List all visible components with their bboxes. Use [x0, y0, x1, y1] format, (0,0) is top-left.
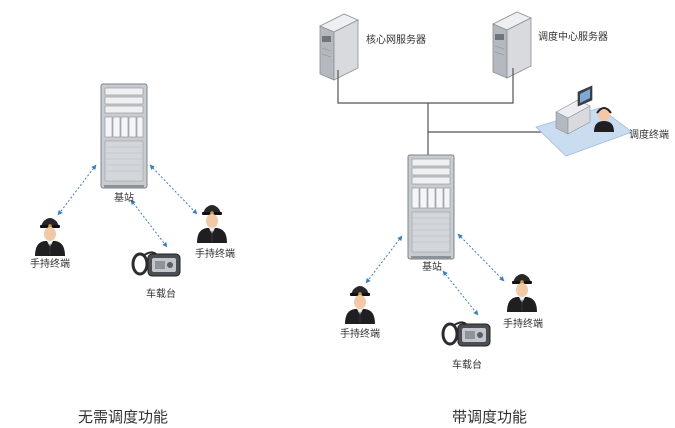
handheld-label-left-a: 手持终端 [30, 259, 70, 270]
handheld-label-right-b: 手持终端 [503, 319, 543, 330]
police-officer-icon-right-a [196, 204, 228, 244]
police-officer-icon-left-b [344, 285, 376, 325]
vehicle-label-a: 车载台 [146, 289, 176, 300]
caption-right: 带调度功能 [452, 408, 528, 426]
vehicle-radio-icon-b [441, 320, 492, 348]
vehicle-label-b: 车载台 [452, 360, 482, 371]
link-bs-handheld-right-b [457, 233, 505, 282]
caption-left: 无需调度功能 [78, 408, 169, 426]
wire-servers [337, 68, 514, 104]
link-bs-handheld-left-a [57, 164, 97, 216]
base-station-rack-icon-left [100, 83, 148, 189]
core-server-icon [319, 13, 359, 81]
handheld-label-left-b: 手持终端 [340, 329, 380, 340]
link-bs-vehicle-a [130, 199, 168, 248]
base-station-label-left: 基站 [114, 193, 134, 204]
police-officer-icon-left-a [34, 217, 66, 257]
dispatch-server-icon [492, 11, 532, 79]
dispatch-terminal-label: 调度终端 [629, 130, 669, 141]
core-server-label: 核心网服务器 [366, 35, 426, 46]
dispatcher-desk-icon [535, 85, 633, 157]
base-station-label-right: 基站 [422, 262, 442, 273]
link-bs-handheld-left-b [365, 235, 403, 284]
handheld-label-right-a: 手持终端 [195, 249, 235, 260]
dispatch-server-label: 调度中心服务器 [538, 32, 608, 43]
link-bs-vehicle-b [442, 270, 479, 316]
vehicle-radio-icon-a [131, 250, 182, 278]
base-station-rack-icon-right [407, 154, 455, 260]
police-officer-icon-right-b [506, 273, 538, 313]
link-bs-handheld-right-a [149, 164, 198, 215]
